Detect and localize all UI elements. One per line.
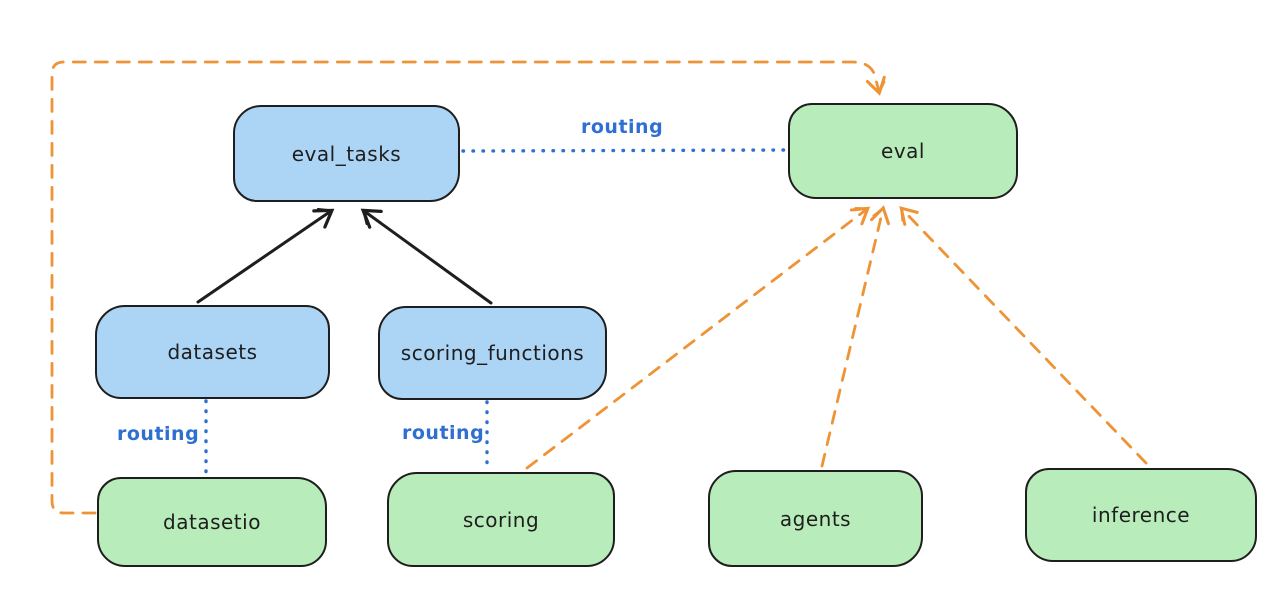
node-scoring-functions-label: scoring_functions xyxy=(400,341,585,365)
node-eval-label: eval xyxy=(881,139,925,163)
routing-label-datasets-datasetio: routing xyxy=(117,423,200,445)
node-scoring-label: scoring xyxy=(462,507,540,532)
edge-scoring-functions-to-eval-tasks xyxy=(360,208,493,305)
node-agents-label: agents xyxy=(779,506,852,531)
node-eval-tasks: eval_tasks xyxy=(233,105,460,202)
edge-inference-to-eval xyxy=(899,206,1148,465)
edge-datasets-to-eval-tasks xyxy=(196,208,335,304)
node-scoring: scoring xyxy=(387,472,615,567)
node-agents: agents xyxy=(708,470,923,567)
node-inference-label: inference xyxy=(1091,503,1191,527)
node-scoring-functions: scoring_functions xyxy=(378,306,607,400)
node-inference: inference xyxy=(1025,468,1257,562)
routing-label-eval-tasks-eval: routing xyxy=(581,116,664,138)
edge-scoring-to-eval xyxy=(525,206,871,470)
node-datasetio: datasetio xyxy=(97,477,327,567)
edge-agents-to-eval xyxy=(820,205,890,468)
routing-label-scoring-functions-scoring: routing xyxy=(402,422,485,444)
node-datasetio-label: datasetio xyxy=(163,510,261,534)
edge-eval-tasks-to-eval-routing xyxy=(461,148,788,153)
node-eval: eval xyxy=(788,103,1018,199)
node-datasets: datasets xyxy=(95,305,330,399)
node-datasets-label: datasets xyxy=(167,340,258,364)
node-eval-tasks-label: eval_tasks xyxy=(291,141,402,166)
edge-datasetio-to-eval xyxy=(50,60,886,515)
